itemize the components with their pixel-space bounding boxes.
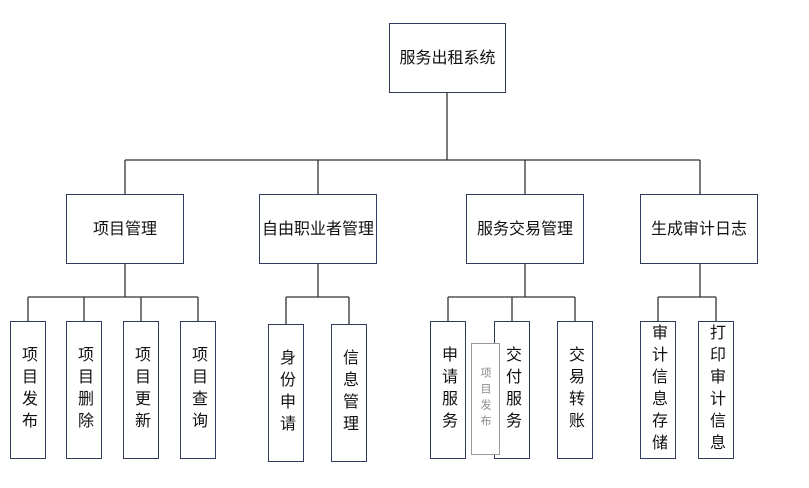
leaf-node: 审计信息存储 xyxy=(640,321,676,459)
leaf-label: 交易转账 xyxy=(566,346,585,434)
leaf-node: 信息管理 xyxy=(331,324,367,462)
module-label: 自由职业者管理 xyxy=(261,219,374,238)
overlay-ghost-node: 项目发布 xyxy=(471,343,500,455)
overlay-label: 项目发布 xyxy=(479,367,492,431)
leaf-label: 项目删除 xyxy=(75,346,94,434)
leaf-label: 打印审计信息 xyxy=(707,324,726,456)
root-node: 服务出租系统 xyxy=(389,23,506,93)
leaf-node: 打印审计信息 xyxy=(698,321,734,459)
root-node-label: 服务出租系统 xyxy=(399,48,496,67)
leaf-label: 项目更新 xyxy=(132,346,151,434)
leaf-label: 身份申请 xyxy=(277,349,296,437)
leaf-node: 项目发布 xyxy=(10,321,46,459)
module-project-management: 项目管理 xyxy=(66,194,184,264)
leaf-label: 审计信息存储 xyxy=(649,324,668,456)
leaf-label: 信息管理 xyxy=(340,349,359,437)
module-label: 生成审计日志 xyxy=(650,219,747,238)
leaf-node: 项目查询 xyxy=(180,321,216,459)
leaf-node: 项目删除 xyxy=(66,321,102,459)
module-label: 项目管理 xyxy=(92,219,157,238)
leaf-label: 项目查询 xyxy=(189,346,208,434)
leaf-label: 申请服务 xyxy=(439,346,458,434)
leaf-node: 身份申请 xyxy=(268,324,304,462)
module-service-transaction-management: 服务交易管理 xyxy=(466,194,584,264)
module-audit-log: 生成审计日志 xyxy=(640,194,758,264)
module-label: 服务交易管理 xyxy=(476,219,573,238)
leaf-label: 项目发布 xyxy=(19,346,38,434)
leaf-node: 交易转账 xyxy=(557,321,593,459)
leaf-label: 交付服务 xyxy=(503,346,522,434)
module-freelancer-management: 自由职业者管理 xyxy=(259,194,377,264)
leaf-node: 交付服务 xyxy=(494,321,530,459)
leaf-node: 项目更新 xyxy=(123,321,159,459)
leaf-node: 申请服务 xyxy=(430,321,466,459)
